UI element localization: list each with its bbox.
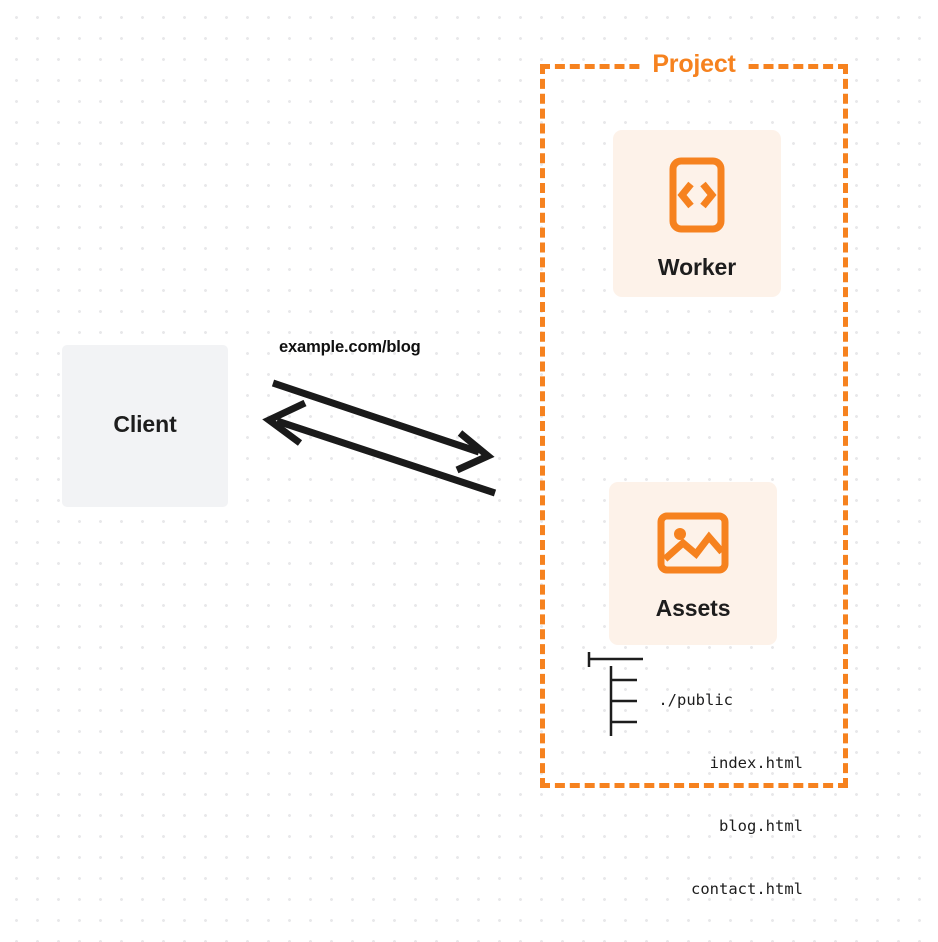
diagram-canvas: Client example.com/blog Project Worker <box>62 50 848 898</box>
worker-node[interactable]: Worker <box>613 130 781 297</box>
file-tree-item: contact.html <box>691 880 803 898</box>
client-node[interactable]: Client <box>62 345 228 507</box>
file-tree-root: ./public <box>658 691 733 709</box>
project-title: Project <box>643 50 745 79</box>
assets-file-tree: ./public index.html blog.html contact.ht… <box>585 648 803 898</box>
file-tree-item: blog.html <box>719 817 803 835</box>
response-arrow <box>262 399 497 497</box>
worker-label: Worker <box>657 254 737 280</box>
assets-node[interactable]: Assets <box>609 482 777 645</box>
project-container: Project <box>540 50 848 788</box>
file-tree-labels: ./public index.html blog.html contact.ht… <box>585 648 805 942</box>
connector-url-label: example.com/blog <box>279 338 421 356</box>
request-arrow <box>271 379 495 474</box>
file-tree-item: index.html <box>709 754 803 772</box>
image-icon <box>657 512 729 579</box>
client-label: Client <box>113 411 177 437</box>
code-brackets-icon <box>669 157 725 238</box>
assets-label: Assets <box>655 595 731 621</box>
